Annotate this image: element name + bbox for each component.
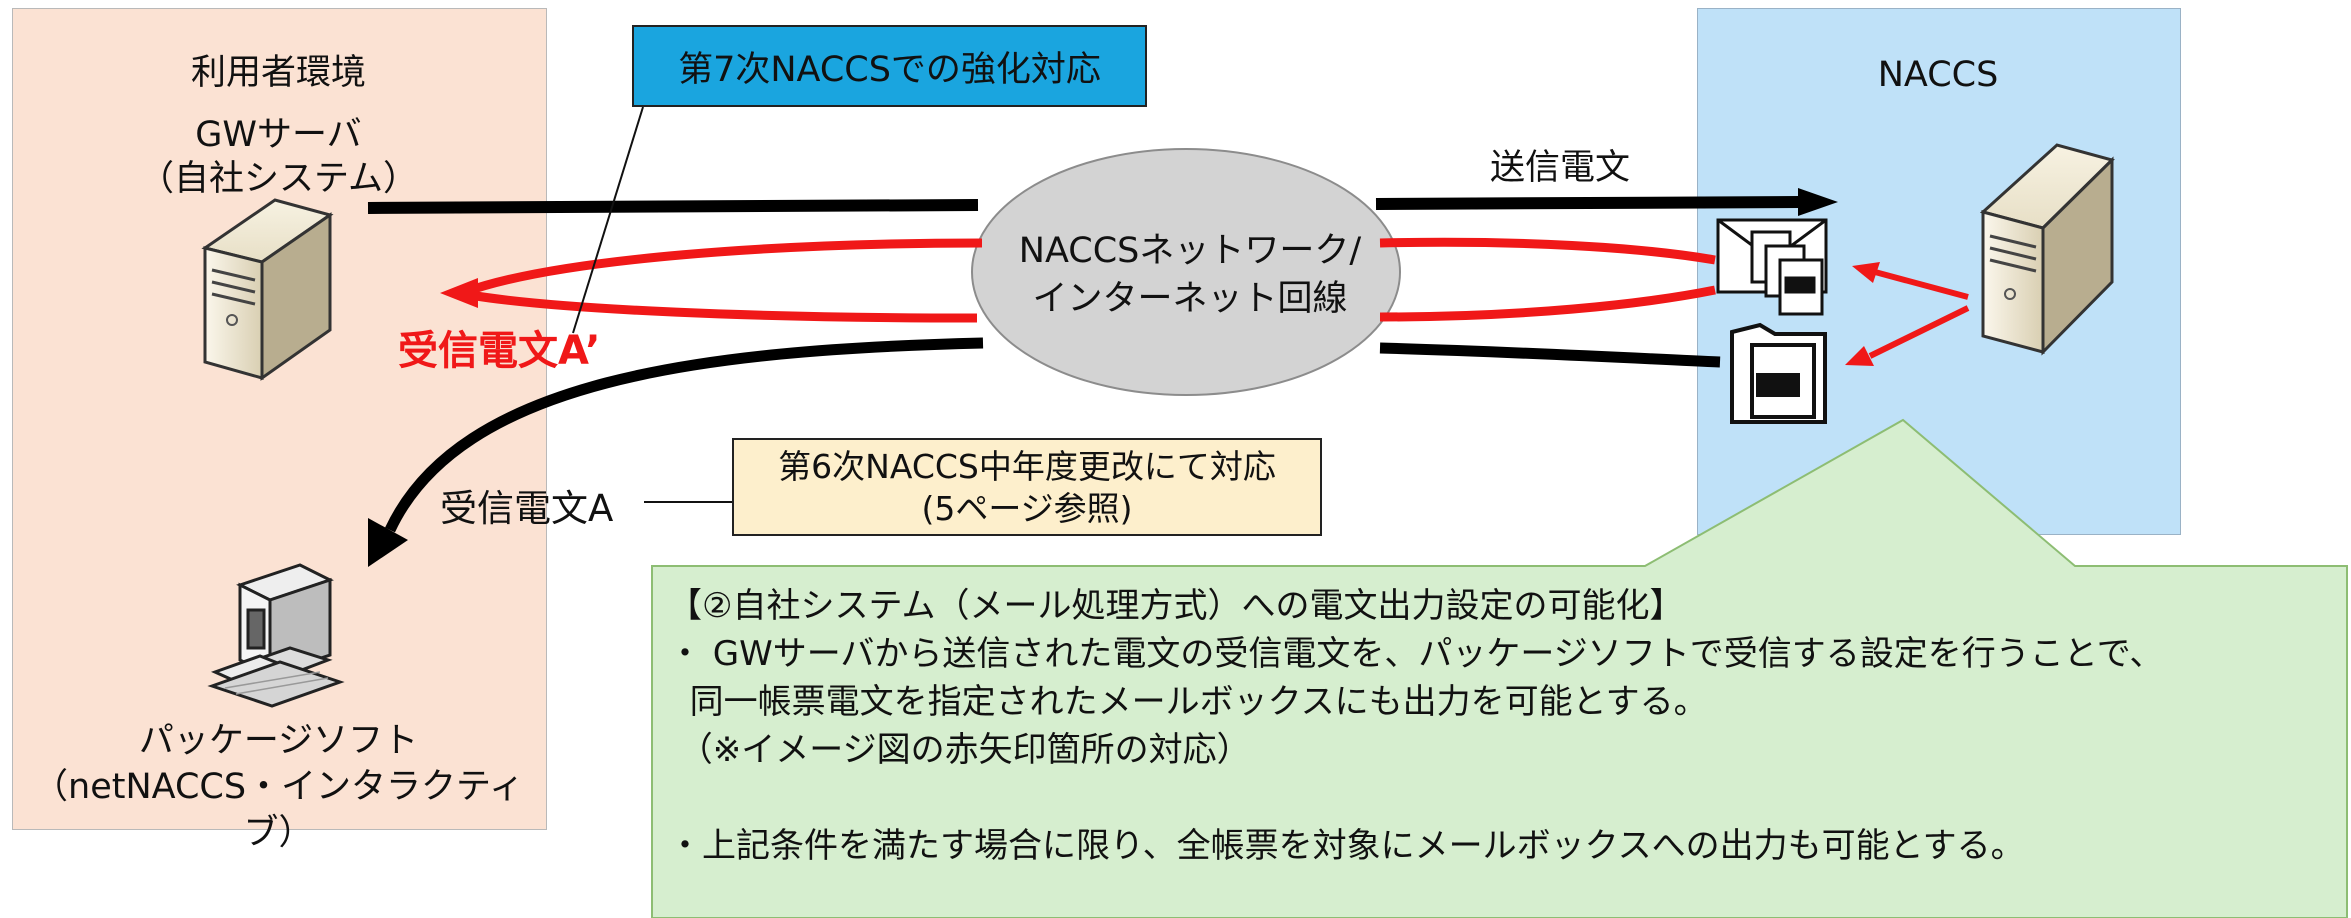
red-arrowhead-upper (1852, 262, 1880, 283)
user-env-title: 利用者環境 (190, 53, 366, 93)
network-cloud (971, 148, 1401, 396)
package-software-sublabel: （netNACCS・インタラクティブ） (33, 767, 524, 853)
naccs-title: NACCS (1877, 55, 1999, 95)
receive-a-arrowhead (368, 518, 408, 567)
send-message-label: 送信電文 (1489, 148, 1630, 188)
red-arrowhead-lower (1845, 346, 1874, 366)
receive-a-prime-arrow (463, 237, 1716, 323)
receive-a-prime-arrowhead (440, 278, 478, 308)
naccs-server-icon (1979, 143, 2115, 356)
txt-folder-icon (1730, 322, 1827, 424)
callout-bullet-1-cont: 同一帳票電文を指定されたメールボックスにも出力を可能とする。 (668, 682, 1708, 722)
callout-heading: 【②自社システム（メール処理方式）への電文出力設定の可能化】 (668, 586, 1684, 626)
network-sublabel: インターネット回線 (1032, 279, 1348, 319)
enhance-leader-line (572, 106, 644, 334)
callout-shape (651, 418, 2348, 918)
callout-bullet-1: ・ GWサーバから送信された電文の受信電文を、パッケージソフトで受信する設定を行… (668, 634, 2164, 674)
gw-server-sublabel: （自社システム） (139, 159, 418, 199)
callout-text-block: 【②自社システム（メール処理方式）への電文出力設定の可能化】 ・ GWサーバから… (668, 582, 2163, 870)
enhancement-box-text: 第7次NACCSでの強化対応 (678, 49, 1101, 90)
gw-server-icon (201, 198, 334, 381)
note-box: 第6次NACCS中年度更改にて対応 (5ページ参照) (732, 438, 1322, 536)
package-software-label: パッケージソフト (138, 721, 419, 761)
network-label: NACCSネットワーク/ (1018, 231, 1362, 271)
receive-a-prime-label: 受信電文A’ (398, 328, 601, 374)
enhancement-box: 第7次NACCSでの強化対応 (632, 25, 1147, 107)
mail-txt-files-icon (1716, 218, 1828, 316)
callout-bullet-2: ・上記条件を満たす場合に限り、全帳票を対象にメールボックスへの出力も可能とする。 (668, 826, 2025, 866)
callout-note: （※イメージ図の赤矢印箇所の対応） (668, 730, 1251, 770)
callout-spacer (668, 774, 2163, 822)
red-arrows-naccs (1868, 269, 1970, 359)
receive-a-label: 受信電文A (440, 487, 614, 530)
receive-a-arrow (385, 337, 1721, 533)
gw-server-label: GWサーバ (195, 115, 362, 155)
note-box-line2: (5ページ参照) (921, 489, 1133, 528)
desktop-pc-icon (207, 563, 345, 708)
send-arrow (367, 188, 1838, 216)
note-box-line1: 第6次NACCS中年度更改にて対応 (778, 447, 1276, 486)
